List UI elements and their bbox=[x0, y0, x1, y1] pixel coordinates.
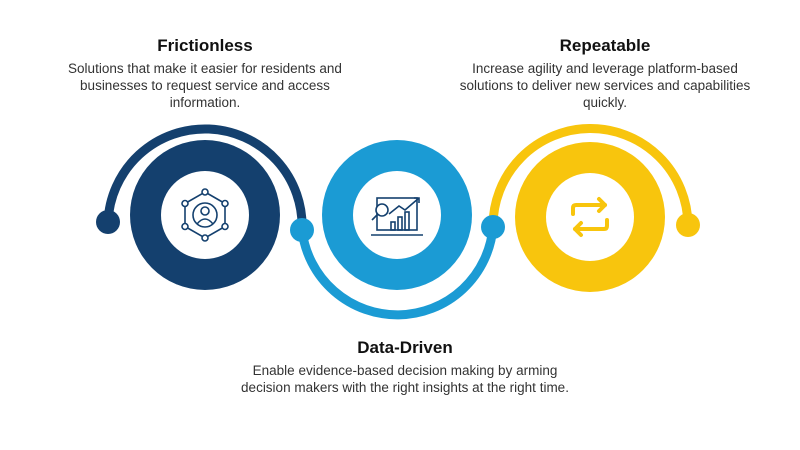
datadriven-junction-dot bbox=[290, 218, 314, 242]
frictionless-description: Solutions that make it easier for reside… bbox=[68, 61, 342, 110]
datadriven-title: Data-Driven bbox=[357, 338, 453, 357]
repeatable-end-dot bbox=[676, 213, 700, 237]
user-network-icon bbox=[181, 188, 229, 242]
repeat-arrows-icon bbox=[571, 197, 609, 237]
repeatable-junction-dot bbox=[481, 215, 505, 239]
datadriven-arc bbox=[297, 222, 498, 320]
datadriven-circle bbox=[322, 140, 472, 290]
datadriven-block: Data-Driven Enable evidence-based decisi… bbox=[240, 338, 570, 396]
frictionless-arc bbox=[103, 124, 307, 235]
repeatable-description: Increase agility and leverage platform-b… bbox=[459, 61, 751, 110]
frictionless-start-dot bbox=[96, 210, 120, 234]
repeatable-circle bbox=[515, 142, 665, 292]
repeatable-block: Repeatable Increase agility and leverage… bbox=[455, 36, 755, 111]
frictionless-circle bbox=[130, 140, 280, 290]
datadriven-description: Enable evidence-based decision making by… bbox=[241, 363, 569, 395]
analytics-chart-icon bbox=[371, 197, 423, 236]
frictionless-block: Frictionless Solutions that make it easi… bbox=[55, 36, 355, 111]
repeatable-arc bbox=[488, 124, 693, 232]
repeatable-title: Repeatable bbox=[559, 36, 651, 55]
frictionless-title: Frictionless bbox=[157, 36, 253, 55]
